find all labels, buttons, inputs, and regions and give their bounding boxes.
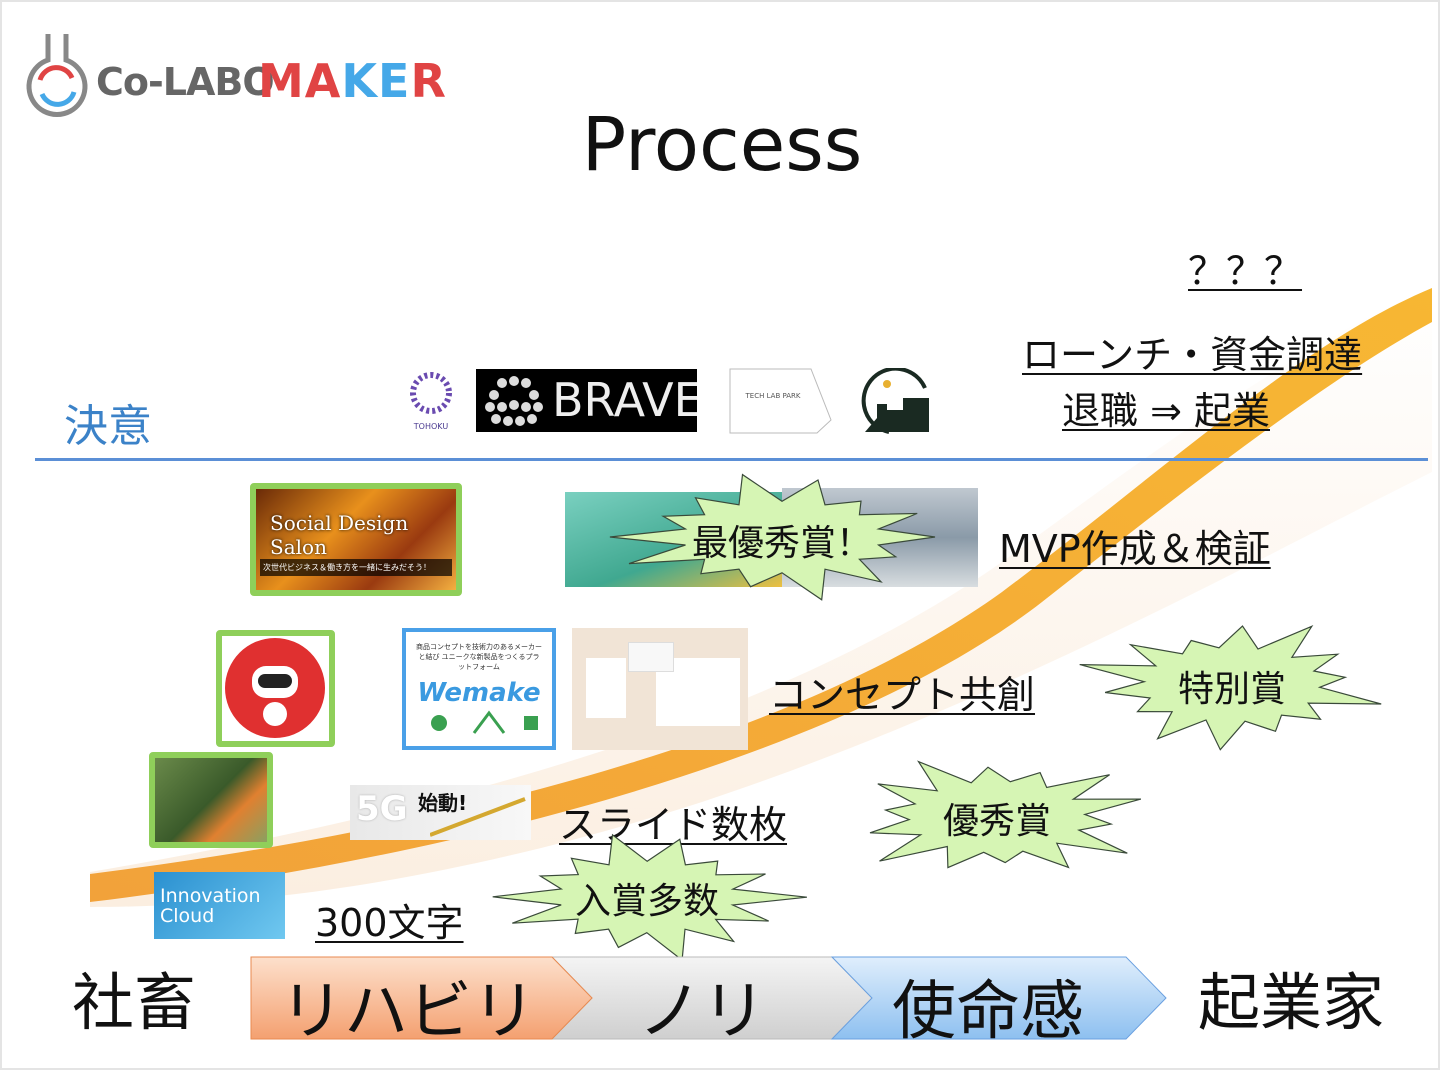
wemake-image[interactable]: 商品コンセプトを技術力のあるメーカーと結び ユニークな新製品をつくるプラットフォ… [402, 628, 556, 750]
concept-image [572, 628, 748, 750]
social-design-salon-image[interactable]: Social Design Salon 次世代ビジネス＆働き方を一緒に生みだそう… [250, 483, 462, 596]
colabo-flask-icon [26, 34, 88, 118]
train-logo [861, 368, 929, 434]
award-burst-special [1079, 624, 1382, 751]
resolve-label: 決意 [64, 401, 152, 452]
few-slides-label: スライド数枚 [559, 803, 788, 847]
award-burst-many [492, 833, 807, 962]
slide-title: Process [581, 102, 863, 188]
stage-mission: 使命感 [892, 975, 1084, 1049]
5g-image: 5G 始動! [350, 785, 531, 840]
innovation-cloud-logo: Innovation Cloud [154, 872, 285, 939]
starburst-shape [492, 833, 807, 962]
robot-app-icon[interactable] [216, 630, 335, 747]
person-photo[interactable] [149, 752, 273, 848]
excellence-prize-label: 優秀賞 [942, 801, 1051, 842]
award-burst-grand [609, 473, 936, 601]
special-prize-label: 特別賞 [1177, 669, 1286, 710]
unknown-future: ？？？ [1188, 249, 1303, 293]
techlab-park-logo: TECH LAB PARK [729, 368, 832, 434]
logo-colabo: Co-LABO [96, 60, 275, 104]
resolve-divider [35, 458, 1428, 461]
stage-chevrons [250, 956, 1167, 1040]
award-burst-excellence [869, 760, 1142, 869]
starburst-shape [609, 473, 936, 601]
svg-text:TECH LAB PARK: TECH LAB PARK [745, 392, 801, 400]
grand-prize-label: 最優秀賞！ [691, 523, 872, 564]
launch-funding: ローンチ・資金調達 [1022, 333, 1363, 377]
mvp-label: MVP作成＆検証 [999, 527, 1271, 571]
retire-startup: 退職 ⇒ 起業 [1062, 389, 1270, 433]
stage-end-label: 起業家 [1198, 966, 1385, 1039]
starburst-shape [869, 760, 1142, 869]
brave-logo: BRAVE [476, 369, 697, 432]
stage-momentum: ノリ [638, 975, 766, 1049]
stage-start-label: 社畜 [72, 966, 197, 1039]
logo-maker: MAKER [258, 54, 447, 108]
tohoku-logo: TOHOKU [402, 368, 460, 434]
300-chars-label: 300文字 [315, 901, 464, 945]
concept-cocreation-label: コンセプト共創 [769, 673, 1036, 717]
many-awards-label: 入賞多数 [574, 881, 719, 922]
starburst-shape [1079, 624, 1382, 751]
stage-rehab: リハビリ [280, 975, 536, 1049]
